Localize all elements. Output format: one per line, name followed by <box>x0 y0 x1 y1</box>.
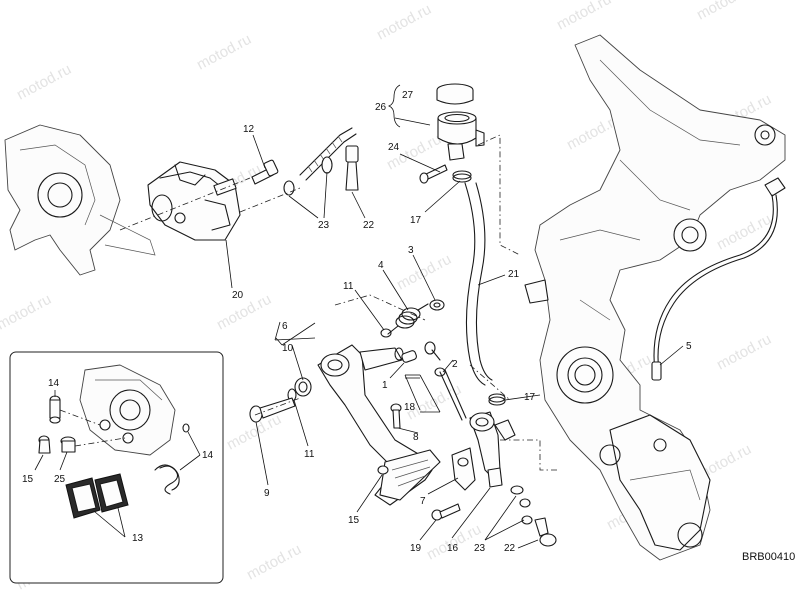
callout-20: 20 <box>232 290 244 301</box>
pivot-bolt-9-icon <box>249 397 296 423</box>
callout-labels: 12 20 23 22 24 26 27 17 4 3 11 21 6 10 1… <box>22 90 692 554</box>
washer-23-icon <box>283 180 295 196</box>
nut-15-icon <box>377 465 389 475</box>
callout-14: 14 <box>48 378 60 389</box>
reservoir-hose-icon <box>464 182 486 386</box>
callout-17: 17 <box>410 215 422 226</box>
clamp-17a-icon <box>452 170 472 180</box>
rear-caliper-icon <box>147 161 241 241</box>
callout-16: 16 <box>447 543 459 554</box>
washer-23b-icon <box>321 156 333 174</box>
pedal-tip-icon <box>379 449 441 501</box>
washer-3-icon <box>429 299 445 311</box>
callout-22: 22 <box>363 220 375 231</box>
leader-lines <box>34 117 684 549</box>
callout-24: 24 <box>388 142 400 153</box>
watermark-text: motod.ru <box>394 251 454 294</box>
frame-boss-icon <box>673 218 707 252</box>
cap-25-icon <box>60 436 76 453</box>
frame-subframe <box>524 34 786 561</box>
watermark-text: motod.ru <box>374 1 434 44</box>
inset-detail-panel <box>9 351 224 584</box>
pushrod-pin-icon <box>401 341 467 421</box>
watermark-text: motod.ru <box>194 31 254 74</box>
callout-15: 15 <box>348 515 360 526</box>
master-cylinder-icon <box>451 411 516 491</box>
bracket-26-icon <box>387 84 401 128</box>
callout-19: 19 <box>410 543 422 554</box>
lower-bracket-icon <box>609 414 711 551</box>
watermark-text: motod.ru <box>214 291 274 334</box>
callout-3: 3 <box>408 245 414 256</box>
frame-clip-icon <box>524 279 549 304</box>
callout-11: 11 <box>343 281 354 292</box>
callout-18: 18 <box>404 402 416 413</box>
callout-4: 4 <box>378 260 384 271</box>
callout-9: 9 <box>264 488 270 499</box>
callout-2: 2 <box>452 359 458 370</box>
frame-mount-icon <box>754 124 776 146</box>
drawing-code: BRB00410 <box>742 551 795 563</box>
callout-23: 23 <box>318 220 330 231</box>
callout-15: 15 <box>22 474 34 485</box>
watermark-text: motod.ru <box>694 0 754 24</box>
mc-bracket-icon <box>451 447 476 491</box>
callout-5: 5 <box>686 341 692 352</box>
watermark-text: motod.ru <box>14 61 74 104</box>
spring-clip-14-icon <box>154 423 190 495</box>
callout-6: 6 <box>282 321 288 332</box>
brake-pedal-icon <box>317 344 441 506</box>
callout-26: 26 <box>375 102 387 113</box>
brake-pads-13-icon <box>65 473 129 519</box>
brake-switch-assembly <box>651 177 786 381</box>
bracket-6-icon <box>275 322 316 346</box>
callout-27: 27 <box>402 90 414 101</box>
watermark-text: motod.ru <box>244 541 304 584</box>
callout-21: 21 <box>508 269 520 280</box>
watermark-text: motod.ru <box>714 211 774 254</box>
callout-7: 7 <box>420 496 426 507</box>
bleed-screw-15-icon <box>38 435 51 454</box>
callout-23: 23 <box>474 543 486 554</box>
spring-4-icon <box>387 303 429 335</box>
screw-8-icon <box>390 403 402 429</box>
screw-19-icon <box>431 503 461 521</box>
callout-11: 11 <box>304 449 315 460</box>
callout-17: 17 <box>524 392 536 403</box>
bolt-12-icon <box>251 159 279 185</box>
reservoir-assembly <box>419 83 521 256</box>
circlip-11a-icon <box>380 328 392 338</box>
callout-12: 12 <box>243 124 255 135</box>
callout-1: 1 <box>382 380 388 391</box>
caliper-bracket-assembly <box>4 124 359 276</box>
banjo-bolt-22-icon <box>345 145 359 191</box>
pin-14-icon <box>49 395 61 424</box>
callout-22: 22 <box>504 543 516 554</box>
watermark-text: motod.ru <box>554 0 614 34</box>
bushing-10-icon <box>294 377 312 397</box>
bolt-22b-icon <box>510 485 557 547</box>
callout-10: 10 <box>282 343 294 354</box>
watermark-text: motod.ru <box>714 331 774 374</box>
callout-13: 13 <box>132 533 144 544</box>
callout-8: 8 <box>413 432 419 443</box>
watermark-text: motod.ru <box>0 291 54 334</box>
callout-14: 14 <box>202 450 214 461</box>
clamp-17b-icon <box>488 393 506 403</box>
callout-25: 25 <box>54 474 66 485</box>
